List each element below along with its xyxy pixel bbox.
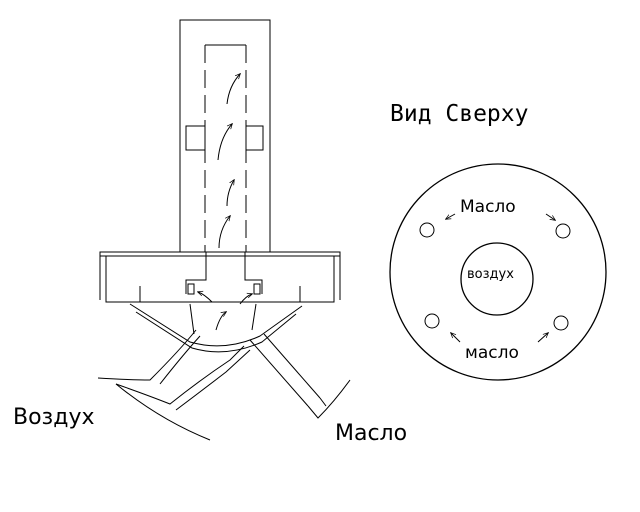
inner-tube (204, 44, 247, 252)
air-channel (185, 252, 263, 295)
air-label: Воздух (13, 405, 95, 430)
top-view-air-core (460, 242, 534, 316)
top-view-title: Вид Сверху (390, 101, 529, 127)
oil-hole-bottom-right (553, 315, 569, 331)
oil-hole-top-right (555, 223, 571, 239)
top-view-outer-circle (389, 163, 607, 381)
side-lugs (185, 125, 264, 151)
oil-pipe (249, 333, 351, 419)
oil-label-top-view-upper: Масло (460, 197, 516, 217)
air-hose (97, 329, 251, 441)
funnel (129, 303, 303, 353)
channel-air-arrows (198, 292, 252, 331)
oil-hole-bottom-left (424, 313, 440, 329)
tube-air-arrows (217, 74, 240, 249)
air-label-top-view: воздух (467, 267, 514, 282)
outer-chimney (179, 19, 271, 252)
top-view (389, 163, 607, 381)
oil-label: Масло (335, 421, 408, 446)
oil-label-top-view-lower: масло (465, 343, 519, 363)
oil-hole-top-left (419, 222, 435, 238)
burner-body (99, 251, 341, 303)
